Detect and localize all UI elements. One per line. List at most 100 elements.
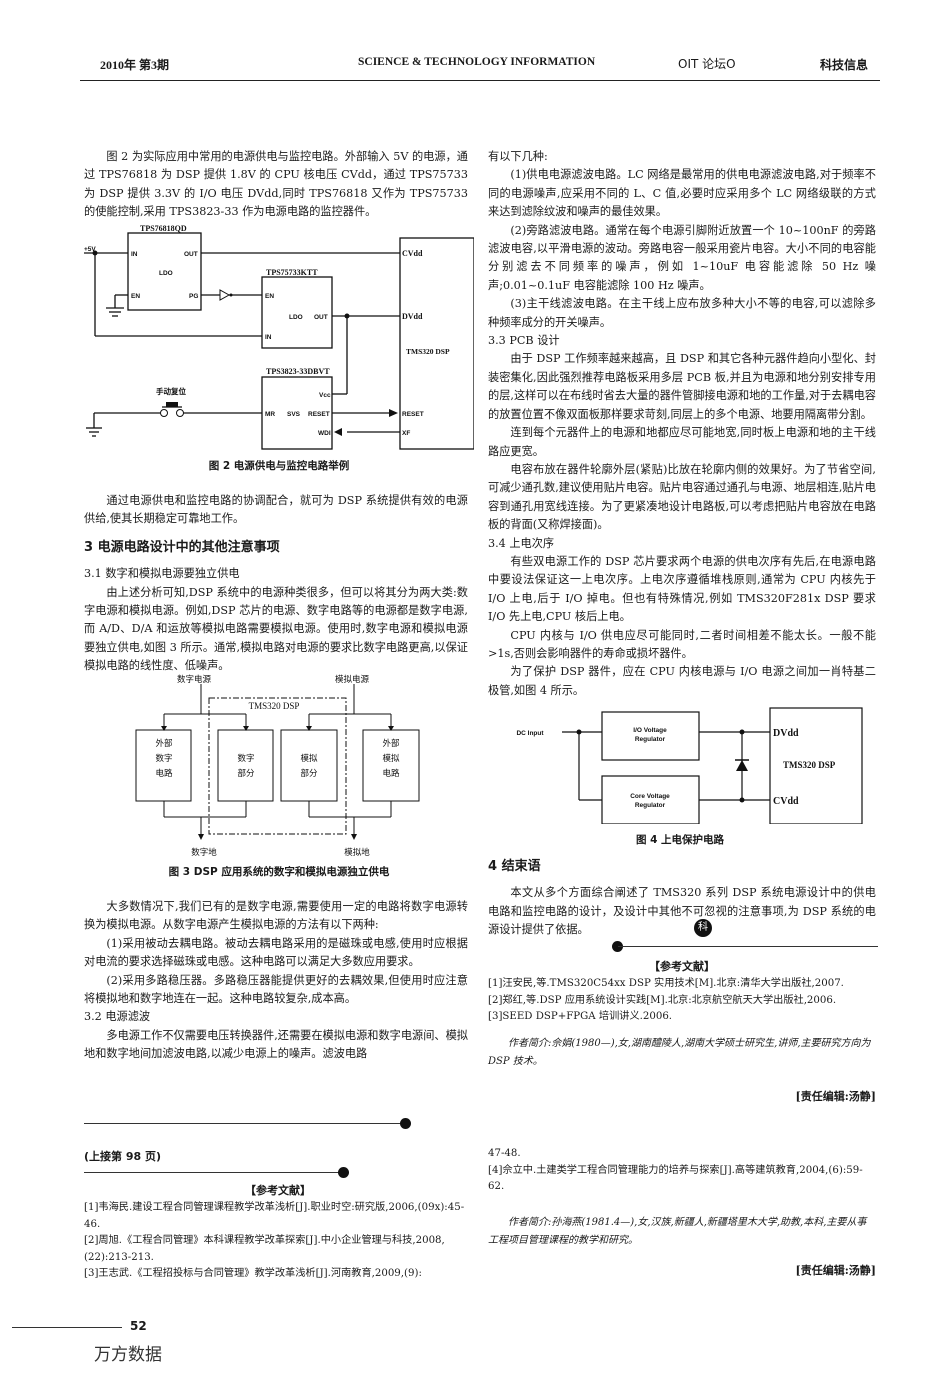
section-heading-4: 4 结束语 (488, 859, 541, 874)
figure-4-circuit: DC Input I/O Voltage Regulator Core Volt… (516, 707, 863, 824)
paragraph: 图 2 为实际应用中常用的电源供电与监控电路。外部输入 5V 的电源，通过 TP… (84, 150, 468, 219)
svg-text:数字: 数字 (155, 753, 172, 763)
figure-2-caption: 图 2 电源供电与监控电路举例 (208, 460, 350, 472)
svg-text:Regulator: Regulator (635, 736, 666, 743)
references-title: 【参考文献】 (649, 960, 715, 973)
svg-text:IN: IN (131, 251, 138, 258)
svg-text:模拟电源: 模拟电源 (335, 674, 370, 684)
editor-credit: [责任编辑:汤静] (795, 1090, 876, 1103)
svg-text:LDO: LDO (289, 314, 303, 321)
svg-text:XF: XF (402, 430, 410, 437)
left-column: 图 2 为实际应用中常用的电源供电与监控电路。外部输入 5V 的电源，通过 TP… (84, 148, 468, 222)
paragraph: 本文从多个方面综合阐述了 TMS320 系列 DSP 系统电源设计中的供电电路和… (488, 886, 876, 937)
paragraph: 多电源工作不仅需要电压转换器件,还需要在模拟电源和数字电源间、模拟地和数字地间加… (84, 1028, 468, 1061)
right-column-bottom: 4 结束语 本文从多个方面综合阐述了 TMS320 系列 DSP 系统电源设计中… (488, 858, 876, 940)
references: 【参考文献】 [1]汪安民,等.TMS320C54xx DSP 实用技术[M].… (488, 958, 876, 1026)
divider-dot (338, 1167, 349, 1178)
svg-text:Core Voltage: Core Voltage (630, 793, 670, 800)
subsection-heading-3-3: 3.3 PCB 设计 (488, 334, 560, 348)
references-title: 【参考文献】 (245, 1184, 311, 1197)
page-number: 52 (130, 1319, 147, 1333)
paragraph: (1)采用被动去耦电路。被动去耦电路采用的是磁珠或电感,使用时应根据对电流的要求… (84, 936, 468, 969)
continued-divider (84, 1123, 402, 1124)
paragraph: 由于 DSP 工作频率越来越高，且 DSP 和其它各种元器件趋向小型化、封装密集… (488, 352, 876, 421)
svg-text:数字电源: 数字电源 (177, 674, 212, 684)
divider-dot (612, 941, 623, 952)
paragraph: 大多数情况下,我们已有的是数字电源,需要使用一定的电路将数字电源转换为模拟电源。… (84, 900, 468, 932)
reference-item: [2]郑红,等.DSP 应用系统设计实践[M].北京:北京航空航天大学出版社,2… (488, 994, 837, 1006)
svg-text:DVdd: DVdd (402, 312, 423, 321)
svg-text:OUT: OUT (314, 314, 328, 321)
divider-dot (400, 1118, 411, 1129)
svg-text:部分: 部分 (300, 768, 318, 778)
svg-text:EN: EN (265, 293, 274, 300)
reference-item: [2]周旭.《工程合同管理》本科课程教学改革探索[J].中小企业管理与科技,20… (84, 1235, 445, 1263)
paragraph: CPU 内核与 I/O 供电应尽可能同时,二者时间相差不能太长。一般不能>1s,… (488, 628, 876, 660)
svg-text:外部: 外部 (382, 738, 400, 748)
left-column-mid: 通过电源供电和监控电路的协调配合，就可为 DSP 系统提供有效的电源供给,使其长… (84, 492, 468, 676)
svg-text:LDO: LDO (159, 270, 173, 277)
figure-4-caption: 图 4 上电保护电路 (635, 834, 725, 846)
paragraph: 为了保护 DSP 器件，应在 CPU 内核电源与 I/O 电源之间加一肖特基二极… (488, 665, 876, 697)
svg-text:IN: IN (265, 334, 272, 341)
paragraph: (3)主干线滤波电路。在主干线上应布放多种大小不等的电容,可以滤除多种频率成分的… (488, 297, 876, 329)
svg-text:DVdd: DVdd (773, 728, 799, 739)
subsection-heading-3-4: 3.4 上电次序 (488, 536, 555, 550)
paragraph: 连到每个元器件上的电源和地都应尽可能地宽,同时板上电源和地的主干线路应更宽。 (488, 426, 876, 458)
svg-text:模拟: 模拟 (300, 753, 318, 763)
editor-credit: [责任编辑:汤静] (795, 1264, 876, 1277)
header-divider (80, 80, 880, 81)
svg-text:模拟: 模拟 (382, 753, 400, 763)
svg-text:Vcc: Vcc (319, 392, 331, 399)
figure-3-caption: 图 3 DSP 应用系统的数字和模拟电源独立供电 (168, 866, 390, 878)
left-column-bottom: 大多数情况下,我们已有的是数字电源,需要使用一定的电路将数字电源转换为模拟电源。… (84, 898, 468, 1064)
svg-text:部分: 部分 (237, 768, 255, 778)
svg-text:EN: EN (131, 293, 140, 300)
svg-text:TPS76818QD: TPS76818QD (140, 224, 187, 233)
paragraph: 有些双电源工作的 DSP 芯片要求两个电源的供电次序有先后,在电源电路中要设法保… (488, 554, 876, 624)
svg-text:电路: 电路 (155, 768, 173, 778)
journal-name: SCIENCE & TECHNOLOGY INFORMATION (358, 56, 596, 68)
reference-item: [3]王志武.《工程招投标与合同管理》教学改革浅析[J].河南教育,2009,(… (84, 1268, 422, 1279)
svg-text:+5V: +5V (84, 246, 96, 253)
svg-text:OUT: OUT (184, 251, 198, 258)
svg-text:TMS320 DSP: TMS320 DSP (783, 760, 836, 770)
svg-text:SVS: SVS (287, 411, 301, 418)
watermark: 万方数据 (94, 1345, 162, 1365)
svg-text:外部: 外部 (155, 738, 173, 748)
paragraph: (2)采用多路稳压器。多路稳压器能提供更好的去耦效果,但使用时应注意将模拟地和数… (84, 973, 468, 1006)
paragraph: (2)旁路滤波电路。通常在每个电源引脚附近放置一个 10~100nF 的旁路滤波… (488, 223, 876, 292)
continued-refs-divider (84, 1172, 342, 1173)
svg-text:CVdd: CVdd (773, 796, 799, 807)
paragraph: 电容布放在器件轮廓外层(紧贴)比放在轮廓内侧的效果好。为了节省空间,可减少通孔数… (488, 462, 876, 532)
author-bio: 作者简介:佘娟(1980—),女,湖南醴陵人,湖南大学硕士研究生,讲师,主要研究… (488, 1038, 871, 1067)
reference-item: 47-48. (488, 1148, 521, 1159)
paragraph: 通过电源供电和监控电路的协调配合，就可为 DSP 系统提供有效的电源供给,使其长… (84, 494, 468, 526)
svg-text:TMS320 DSP: TMS320 DSP (406, 347, 450, 356)
svg-text:TPS75733KTT: TPS75733KTT (266, 268, 318, 277)
continued-from: (上接第 98 页) (84, 1150, 162, 1163)
subsection-heading-3-1: 3.1 数字和模拟电源要独立供电 (84, 567, 240, 581)
svg-text:RESET: RESET (308, 411, 330, 418)
brand-label: 科技信息 (820, 58, 869, 72)
svg-text:MR: MR (265, 411, 275, 418)
continued-references: 【参考文献】 [1]韦海民.建设工程合同管理课程教学改革浅析[J].职业时空:研… (84, 1182, 472, 1283)
svg-text:手动复位: 手动复位 (156, 386, 186, 396)
reference-item: [1]汪安民,等.TMS320C54xx DSP 实用技术[M].北京:清华大学… (488, 978, 844, 989)
svg-text:I/O Voltage: I/O Voltage (633, 727, 667, 734)
reference-item: [4]佘立中.土建类学工程合同管理能力的培养与探索[J].高等建筑教育,2004… (488, 1164, 863, 1193)
author-bio: 作者简介:孙海燕(1981.4—),女,汉族,新疆人,新疆塔里木大学,助教,本科… (488, 1217, 867, 1246)
section-label: OIT 论坛O (678, 57, 736, 71)
svg-text:CVdd: CVdd (402, 249, 423, 258)
svg-text:TPS3823-33DBVT: TPS3823-33DBVT (266, 367, 330, 376)
paragraph: 由上述分析可知,DSP 系统中的电源种类很多，但可以将其分为两大类:数字电源和模… (84, 585, 468, 673)
reference-item: [3]SEED DSP+FPGA 培训讲义.2006. (488, 1011, 673, 1022)
subsection-heading-3-2: 3.2 电源滤波 (84, 1010, 151, 1024)
footer-rule (12, 1327, 122, 1328)
reference-item: [1]韦海民.建设工程合同管理课程教学改革浅析[J].职业时空:研究版,2006… (84, 1202, 465, 1230)
paragraph: 有以下几种: (488, 150, 548, 163)
section-heading-3: 3 电源电路设计中的其他注意事项 (84, 539, 280, 555)
svg-text:数字: 数字 (237, 753, 254, 763)
issue-label: 2010年 第3期 (100, 58, 170, 72)
svg-text:电路: 电路 (382, 768, 400, 778)
